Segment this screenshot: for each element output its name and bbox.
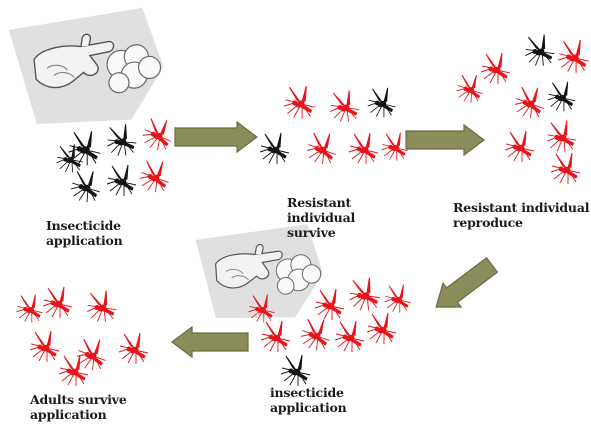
resistant-mosquito-icon [456, 74, 484, 104]
resistant-mosquito-icon [17, 295, 43, 323]
resistant-mosquito-icon [76, 338, 108, 372]
resistant-mosquito-icon [546, 120, 577, 153]
resistant-mosquito-icon [382, 133, 408, 161]
resistant-mosquito-icon [300, 318, 332, 352]
susceptible-mosquito-icon [523, 34, 555, 68]
process-arrow-4 [172, 327, 248, 357]
resistant-mosquito-icon [139, 160, 171, 194]
resistant-mosquito-icon [505, 131, 534, 162]
stage-1-label-line: application [46, 233, 123, 248]
stage-3-label-line: Resistant individual [453, 200, 589, 215]
resistant-mosquito-icon [59, 355, 88, 386]
stage-4-label-line: application [270, 400, 347, 415]
susceptible-mosquito-icon [281, 355, 310, 386]
stage-5-mosquitoes [17, 287, 149, 386]
process-arrow-3 [427, 253, 501, 319]
resistant-mosquito-icon [385, 285, 411, 313]
susceptible-mosquito-icon [548, 82, 576, 111]
process-arrow-1 [175, 122, 257, 152]
resistant-mosquito-icon [306, 132, 338, 166]
stage-5-label-line: application [30, 407, 127, 422]
stage-2-label-line: Resistant [287, 195, 355, 210]
resistant-mosquito-icon [141, 117, 175, 153]
process-arrow-2 [406, 125, 484, 155]
resistant-mosquito-icon [551, 153, 580, 184]
stage-2-mosquitoes [260, 86, 408, 165]
resistant-mosquito-icon [514, 86, 546, 120]
resistant-mosquito-icon [30, 331, 59, 362]
stage-1-label-line: Insecticide [46, 218, 123, 233]
susceptible-mosquito-icon [368, 88, 396, 117]
resistant-mosquito-icon [284, 86, 314, 119]
stage-2-label-line: individual [287, 210, 355, 225]
resistant-mosquito-icon [481, 53, 510, 84]
resistant-mosquito-icon [119, 333, 148, 364]
susceptible-mosquito-icon [260, 133, 289, 164]
resistant-mosquito-icon [328, 90, 360, 124]
resistant-mosquito-icon [43, 287, 72, 318]
stage-4-label-line: insecticide [270, 385, 347, 400]
resistant-mosquito-icon [558, 40, 588, 73]
susceptible-mosquito-icon [70, 170, 101, 203]
susceptible-mosquito-icon [105, 123, 138, 158]
resistant-mosquito-icon [261, 321, 290, 352]
stage-1-spray-illustration [8, 6, 169, 131]
resistant-mosquito-icon [315, 289, 344, 320]
stage-1-mosquitoes [55, 117, 174, 203]
resistant-mosquito-icon [85, 290, 117, 324]
stage-2-label-line: survive [287, 225, 355, 240]
resistant-mosquito-icon [335, 321, 364, 352]
susceptible-mosquito-icon [107, 165, 136, 196]
resistant-mosquito-icon [349, 133, 378, 164]
resistant-mosquito-icon [367, 313, 396, 344]
resistant-mosquito-icon [347, 277, 381, 313]
stage-5-label-line: Adults survive [30, 392, 127, 407]
stage-3-label-line: reproduce [453, 215, 589, 230]
stage-3-mosquitoes [456, 34, 589, 184]
